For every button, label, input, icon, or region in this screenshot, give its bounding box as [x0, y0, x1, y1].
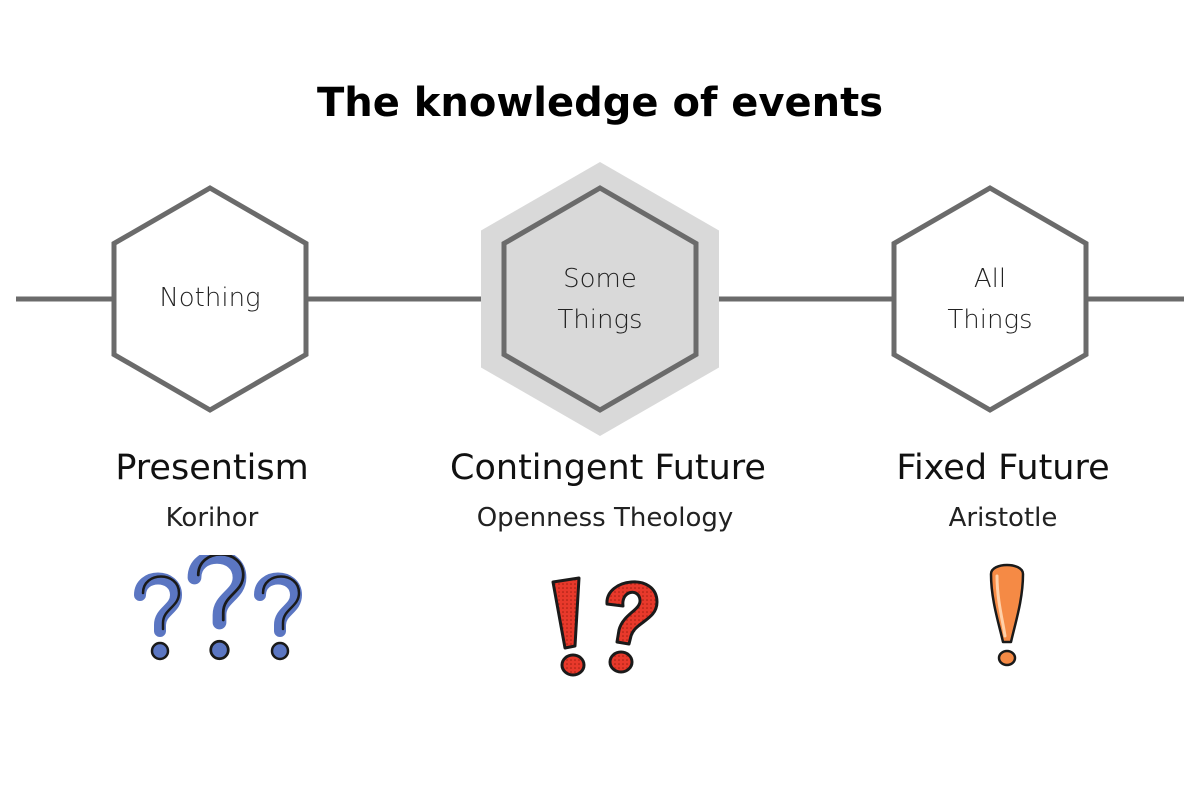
diagram-title: The knowledge of events [316, 80, 884, 126]
example-korihor: Korihor [165, 503, 259, 533]
hex-some-things [501, 185, 699, 413]
hex-label-nothing: Nothing [159, 283, 261, 313]
example-aristotle: Aristotle [948, 503, 1058, 533]
hex-all-things [891, 185, 1089, 413]
exclamation-question-icon [545, 570, 670, 682]
example-openness-theology: Openness Theology [476, 503, 734, 533]
heading-fixed-future: Fixed Future [896, 448, 1110, 488]
three-question-marks-icon [120, 550, 320, 670]
hex-nothing [111, 185, 309, 413]
hex-label-all-things: All Things [947, 264, 1033, 335]
hex-label-some-things: Some Things [557, 264, 643, 335]
heading-presentism: Presentism [115, 448, 309, 488]
exclamation-mark-icon [985, 560, 1030, 670]
heading-contingent-future: Contingent Future [450, 448, 766, 488]
